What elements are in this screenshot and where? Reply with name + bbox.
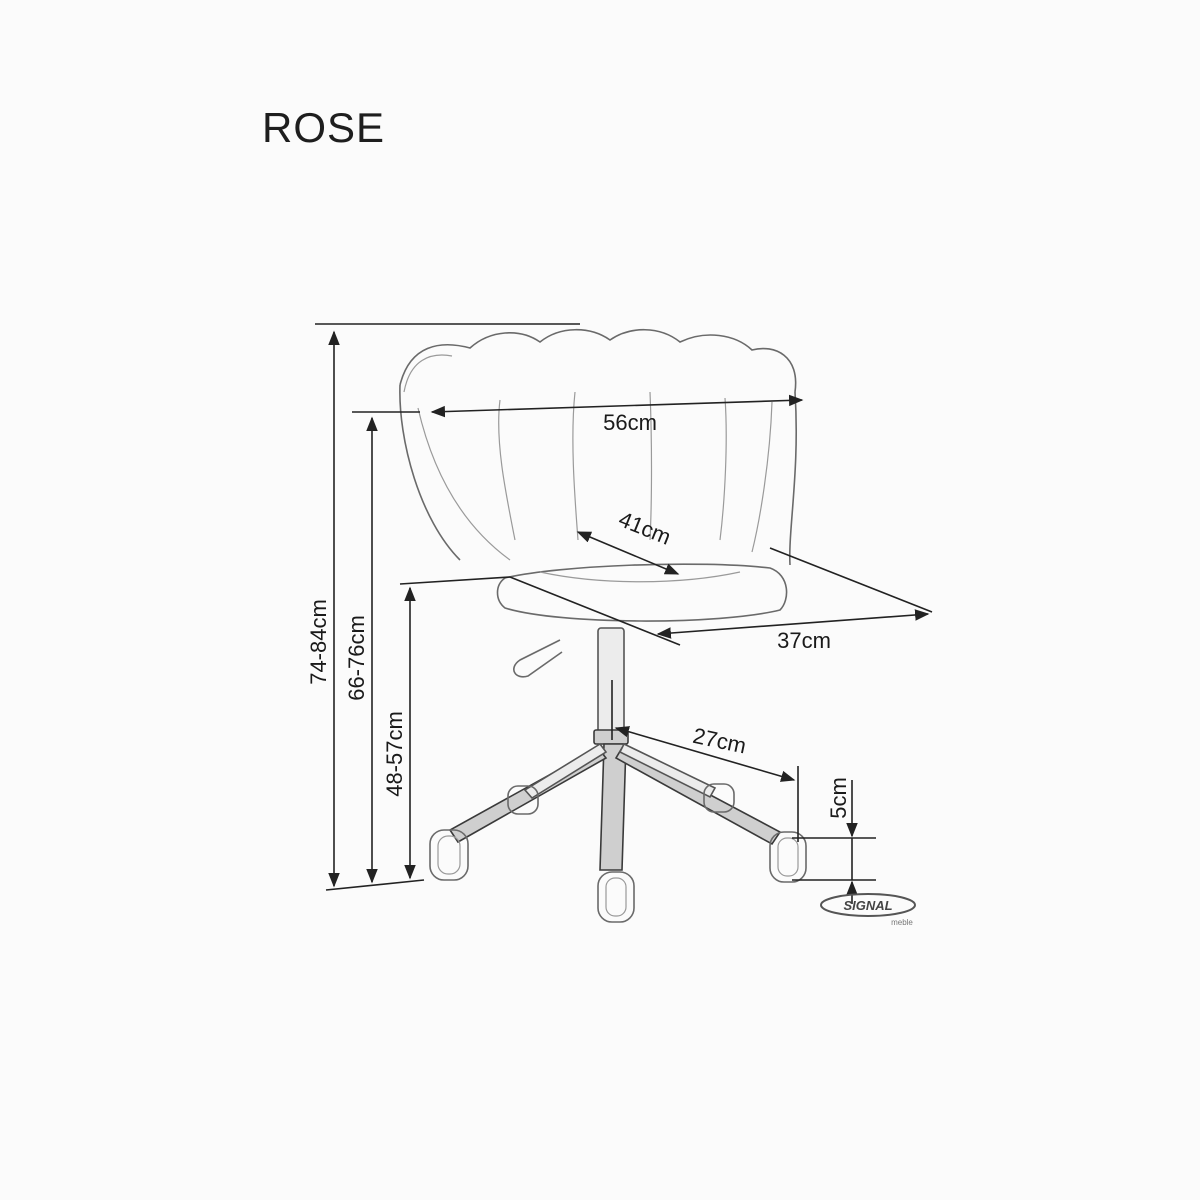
label-depth: 37cm [777, 628, 831, 653]
caster-front [597, 871, 635, 923]
caster-back-left [507, 785, 539, 815]
label-armrest-height: 66-76cm [344, 615, 369, 701]
label-width: 56cm [603, 410, 657, 435]
logo-brand-text: SIGNAL [843, 898, 892, 913]
caster-right [769, 831, 807, 883]
label-seat-height: 48-57cm [382, 711, 407, 797]
label-total-height: 74-84cm [306, 599, 331, 685]
caster-back-right [703, 783, 735, 813]
caster-left [429, 829, 469, 881]
product-title: ROSE [262, 104, 386, 151]
label-seat-depth: 41cm [615, 506, 674, 549]
logo-sub-text: meble [891, 918, 913, 927]
label-caster-height: 5cm [826, 777, 851, 819]
signal-logo: SIGNAL meble [820, 893, 916, 927]
dimension-lines [315, 323, 933, 904]
